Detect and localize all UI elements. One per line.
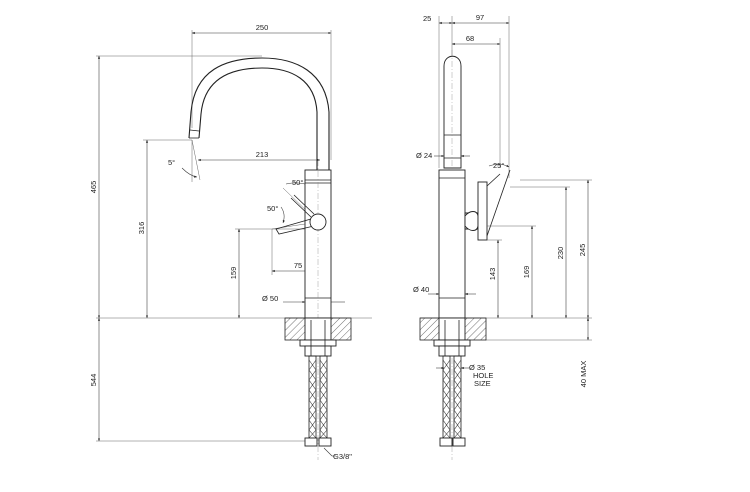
label-side-169: 169 xyxy=(522,266,531,279)
label-below-deck: 544 xyxy=(89,374,98,387)
dim-hole-size: Ø 35 HOLE SIZE xyxy=(436,363,493,388)
label-side-230: 230 xyxy=(556,247,565,260)
dim-spout-height: 316 xyxy=(137,139,192,318)
side-view: 25 97 68 Ø 24 xyxy=(413,13,592,460)
dim-spout-diameter: Ø 24 xyxy=(416,151,470,160)
dim-side-top: 25 97 68 xyxy=(423,13,510,178)
label-hole-line2: SIZE xyxy=(474,379,491,388)
spout-side xyxy=(443,50,462,460)
label-hole-line1: HOLE xyxy=(473,371,493,380)
label-connection: G3/8" xyxy=(333,452,352,461)
label-handle-angle-upper: 50° xyxy=(292,178,303,187)
spout-front xyxy=(188,57,330,170)
label-handle-angle-lower: 50° xyxy=(267,204,278,213)
dim-max-thickness: 40 MAX xyxy=(485,318,592,387)
handle-front xyxy=(275,194,327,235)
label-side-245: 245 xyxy=(578,244,587,257)
label-side-68: 68 xyxy=(466,34,474,43)
dim-side-body-diameter: Ø 40 xyxy=(413,285,476,296)
label-spout-offset: 213 xyxy=(256,150,269,159)
body-front xyxy=(304,160,332,460)
dim-spout-reach: 250 xyxy=(191,23,332,160)
dim-spout-offset: 213 xyxy=(198,150,320,162)
label-spout-angle: 5° xyxy=(168,158,175,167)
label-spout-height: 316 xyxy=(137,222,146,235)
handle-side xyxy=(464,169,511,241)
hose-front xyxy=(304,355,332,447)
label-handle-height: 159 xyxy=(229,267,238,280)
label-side-25: 25 xyxy=(423,14,431,23)
dim-body-diameter: Ø 50 xyxy=(262,294,345,304)
label-side-body-diameter: Ø 40 xyxy=(413,285,429,294)
hose-side xyxy=(439,355,466,447)
label-spout-diameter: Ø 24 xyxy=(416,151,432,160)
label-body-diameter: Ø 50 xyxy=(262,294,278,303)
label-hole-diameter: Ø 35 xyxy=(469,363,485,372)
label-side-143: 143 xyxy=(488,268,497,281)
front-view: 250 465 544 316 5° xyxy=(89,23,372,461)
dim-total-height: 465 xyxy=(89,55,262,318)
label-side-97: 97 xyxy=(476,13,484,22)
dim-connection: G3/8" xyxy=(323,447,352,461)
dim-handle-height: 159 xyxy=(229,228,305,318)
counter-side xyxy=(419,317,487,357)
dim-spout-angle: 5° xyxy=(168,139,201,182)
label-side-angle: 25° xyxy=(493,161,504,170)
label-handle-offset: 75 xyxy=(294,261,302,270)
label-spout-reach: 250 xyxy=(256,23,269,32)
dim-below-deck: 544 xyxy=(89,318,305,442)
label-total-height: 465 xyxy=(89,181,98,194)
label-max-thickness: 40 MAX xyxy=(579,361,588,388)
counter-front xyxy=(284,317,352,357)
body-side xyxy=(438,169,466,319)
dim-side-angle: 25° xyxy=(488,161,510,170)
